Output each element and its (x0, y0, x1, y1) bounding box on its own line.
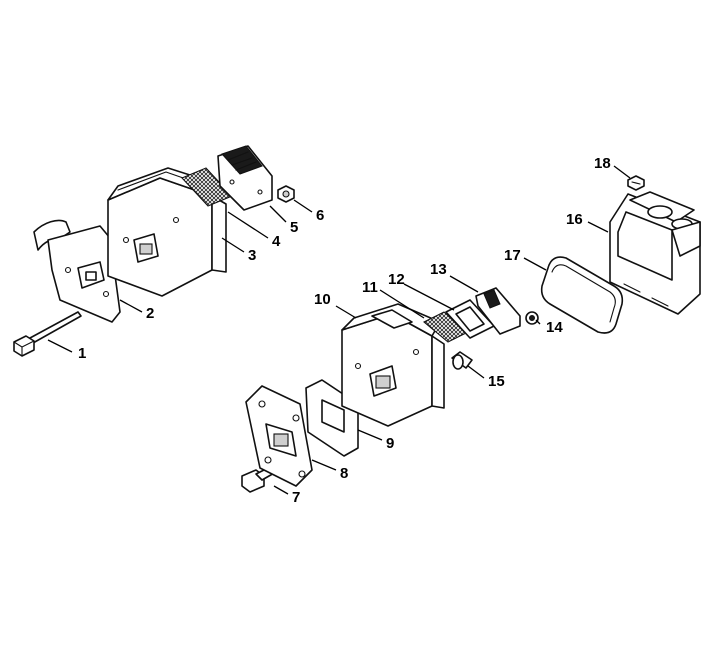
part-1-bolt (13, 311, 82, 357)
callout-13: 13 (430, 261, 447, 278)
part-2-shield-plate (33, 219, 121, 323)
callout-2: 2 (146, 305, 154, 322)
part-14-nut (525, 311, 539, 325)
callout-16: 16 (566, 211, 583, 228)
callout-18: 18 (594, 155, 611, 172)
callout-17: 17 (504, 247, 521, 264)
callout-3: 3 (248, 247, 256, 264)
part-6-nut (277, 185, 295, 203)
callout-8: 8 (340, 465, 348, 482)
callout-9: 9 (386, 435, 394, 452)
callout-4: 4 (272, 233, 281, 250)
part-5-cover-plate (217, 145, 273, 211)
callout-1: 1 (78, 345, 86, 362)
part-18-screw (627, 175, 645, 191)
callout-numbers: 1 2 3 4 5 6 7 8 9 10 11 12 13 14 15 16 1… (78, 155, 611, 506)
part-13-bracket (475, 287, 521, 335)
part-17-filter-pad (540, 256, 624, 334)
callout-10: 10 (314, 291, 331, 308)
part-16-housing (609, 191, 701, 315)
callout-6: 6 (316, 207, 324, 224)
part-15-spacer (451, 351, 473, 370)
leader-lines (47, 165, 631, 495)
callout-12: 12 (388, 271, 405, 288)
callout-15: 15 (488, 373, 505, 390)
callout-14: 14 (546, 319, 563, 336)
part-10-muffler-body (341, 303, 445, 427)
part-8-flange-plate (245, 385, 313, 487)
callout-11: 11 (362, 279, 378, 296)
callout-5: 5 (290, 219, 298, 236)
callout-7: 7 (292, 489, 300, 506)
